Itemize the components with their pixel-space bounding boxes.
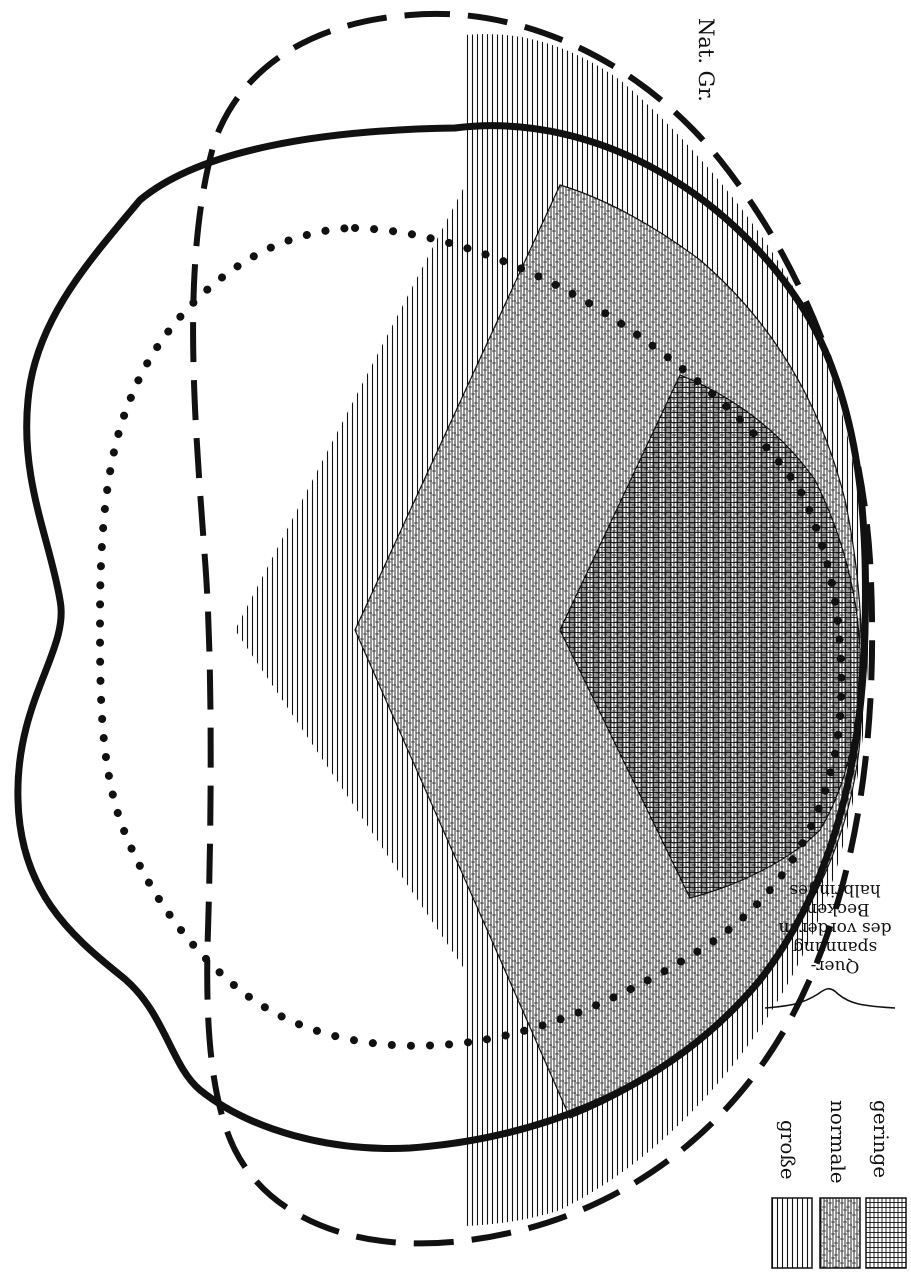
caption-line: spannung xyxy=(765,937,905,956)
legend-swatch-normal xyxy=(820,1198,860,1268)
caption-line: Quer- xyxy=(765,956,905,975)
legend-swatch-low xyxy=(866,1198,906,1268)
legend-label-low: geringe xyxy=(869,1100,893,1178)
legend-brace xyxy=(765,989,895,1008)
caption-line: Becken- xyxy=(765,899,905,918)
legend-label-normal: normale xyxy=(826,1100,850,1184)
legend-label-large: große xyxy=(776,1120,800,1180)
legend-swatches xyxy=(772,1198,906,1268)
legend-swatch-large xyxy=(772,1198,812,1268)
caption-line: halbringes xyxy=(765,880,905,899)
scale-label: Nat. Gr. xyxy=(694,18,718,102)
caption-line: des vorderen xyxy=(765,918,905,937)
legend-caption: Quer- spannung des vorderen Becken- halb… xyxy=(765,880,905,975)
